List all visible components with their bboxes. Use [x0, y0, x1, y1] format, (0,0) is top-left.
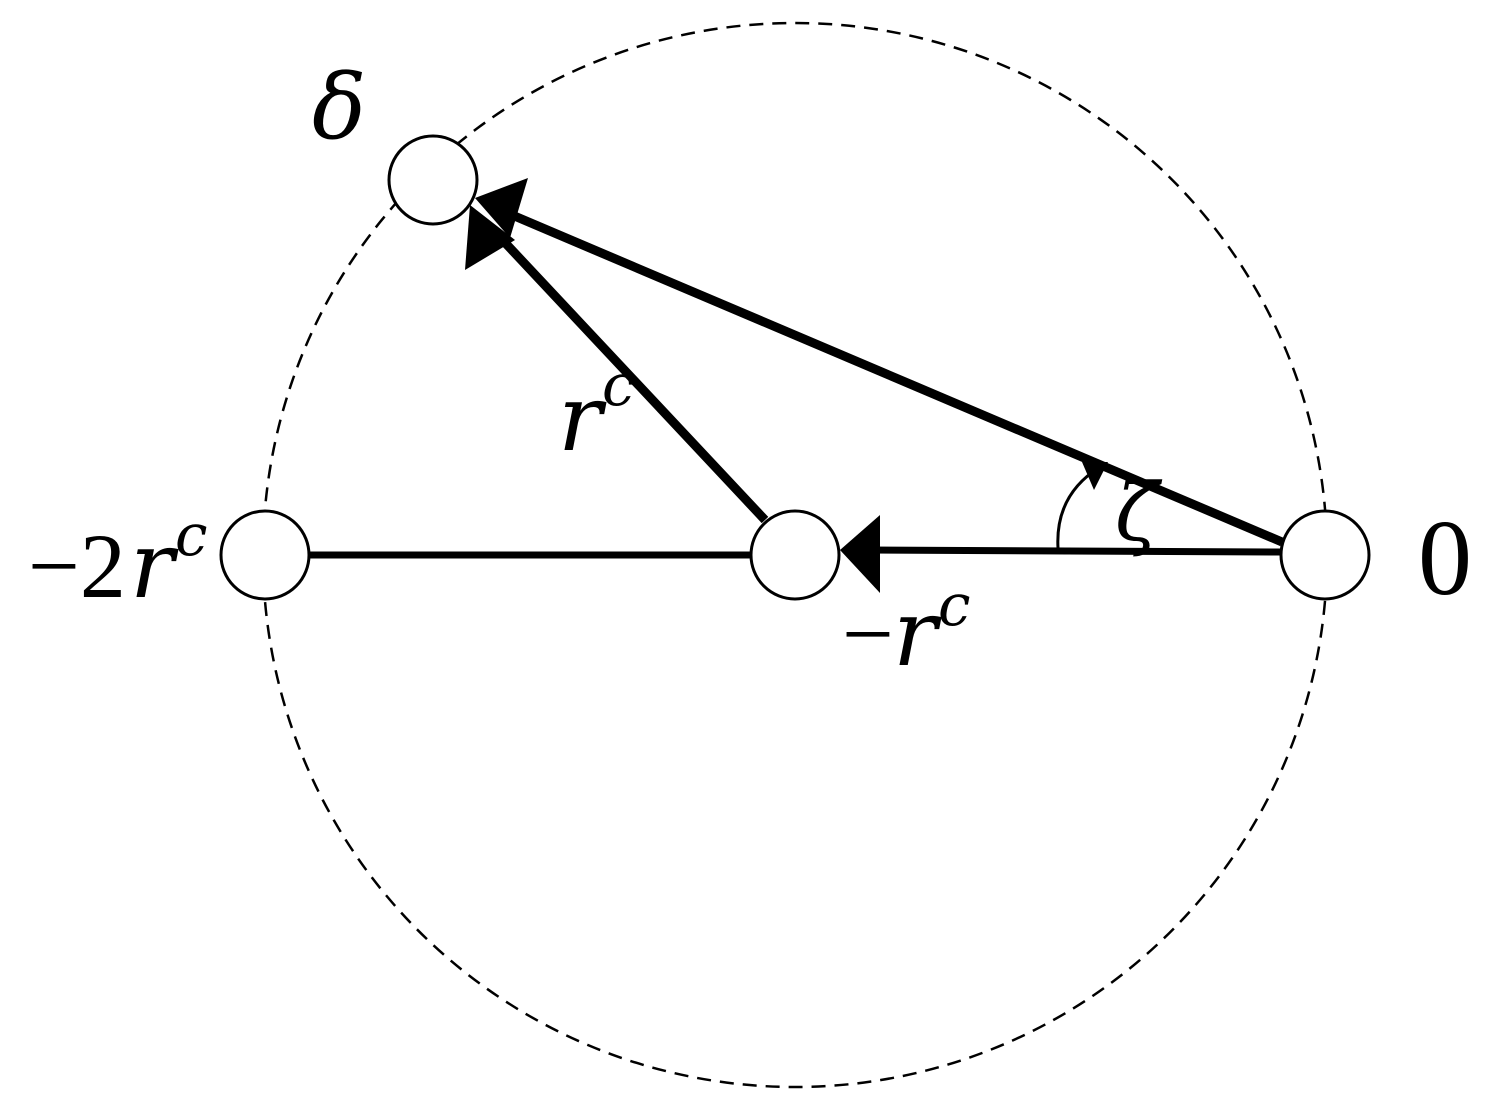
- arrow-middle-to-delta: [491, 228, 769, 524]
- arrow-zero-to-delta: [503, 207, 1284, 547]
- arrowhead-negr: [840, 515, 880, 593]
- arrowhead-delta: [475, 178, 528, 238]
- label-negr-prefix: −: [842, 583, 894, 685]
- label-neg2r-prefix: −2: [28, 515, 126, 617]
- node-delta: [387, 134, 479, 226]
- label-zeta: ζ: [1115, 466, 1163, 559]
- label-negr-sup: c: [938, 571, 970, 639]
- label-zero: 0: [1418, 499, 1472, 618]
- label-neg2r-r: r: [130, 512, 179, 619]
- node-zero: [1279, 509, 1371, 601]
- label-delta: δ: [312, 55, 366, 160]
- label-r: r: [558, 365, 607, 472]
- label-negr-r: r: [893, 580, 942, 687]
- label-neg2r-sup: c: [175, 501, 207, 569]
- angle-arc-arrowhead: [1082, 462, 1108, 490]
- arrowhead-r: [465, 205, 515, 270]
- label-r-sup: c: [602, 351, 634, 419]
- arrow-zero-to-negr: [869, 546, 1283, 556]
- node-negr: [749, 509, 841, 601]
- node-neg2r: [219, 509, 311, 601]
